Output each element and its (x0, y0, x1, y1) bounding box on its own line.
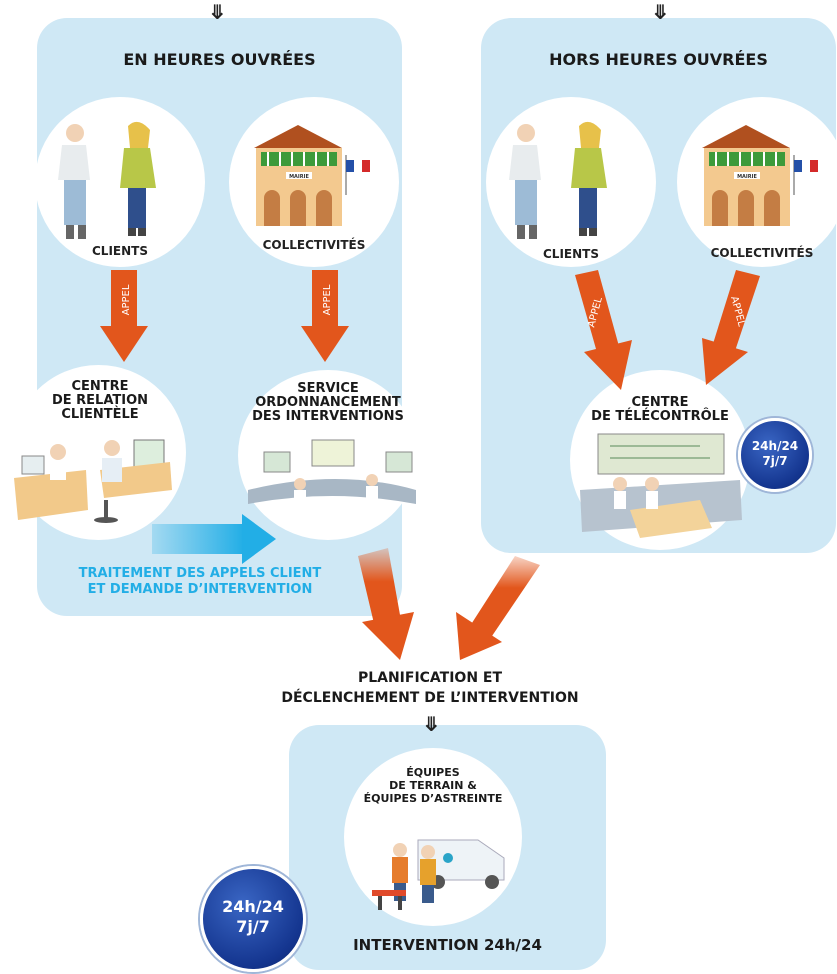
traitement-label: TRAITEMENT DES APPELS CLIENT ET DEMANDE … (78, 566, 322, 597)
business-hours-title: EN HEURES OUVRÉES (123, 50, 316, 69)
planning-label: PLANIFICATION ET DÉCLENCHEMENT DE L’INTE… (281, 670, 579, 706)
crc-label: CENTRE DE RELATION CLIENTÈLE (51, 379, 149, 422)
chevron-down-icon: ⤋ (423, 712, 440, 736)
collectivites-label-after: COLLECTIVITÉS (710, 246, 814, 260)
badge-after-line2: 7j/7 (762, 454, 788, 468)
mairie-illustration-after: MAIRIE (702, 125, 818, 226)
appel-arrow-right-label: APPEL (322, 284, 333, 315)
badge-line2: 7j/7 (236, 917, 270, 936)
intervention-footer: INTERVENTION 24h/24 (353, 936, 542, 954)
planning-arrow-left (358, 548, 414, 660)
chevron-down-icon: ⤋ (209, 0, 226, 24)
clients-label-after: CLIENTS (543, 247, 599, 261)
clock-24-7-badge: 24h/24 7j/7 (200, 866, 306, 972)
service-illustration (248, 439, 416, 506)
after-hours-title: HORS HEURES OUVRÉES (549, 50, 768, 69)
teams-label: ÉQUIPES DE TERRAIN & ÉQUIPES D’ASTREINTE (363, 766, 503, 805)
appel-arrow-left-label: APPEL (121, 284, 132, 315)
planning-arrow-right (456, 556, 540, 660)
clients-label: CLIENTS (92, 244, 148, 258)
chevron-down-icon: ⤋ (652, 0, 669, 24)
teams-illustration (372, 839, 505, 910)
appel-arrow-right-after: APPEL (702, 270, 760, 385)
collectivites-label: COLLECTIVITÉS (262, 238, 366, 252)
clients-circle (35, 97, 205, 267)
clients-illustration (58, 121, 156, 239)
clients-circle-after (486, 97, 656, 267)
mairie-sign-after: MAIRIE (737, 174, 757, 180)
clients-illustration-after (509, 121, 607, 239)
appel-arrow-right: APPEL (301, 270, 349, 362)
telecontrole-illustration (580, 433, 742, 538)
crc-illustration (14, 439, 172, 523)
appel-arrow-left: APPEL (100, 270, 148, 362)
mairie-sign: MAIRIE (289, 174, 309, 180)
traitement-arrow (152, 514, 276, 564)
service-label: SERVICE ORDONNANCEMENT DES INTERVENTIONS (252, 381, 404, 424)
badge-line1: 24h/24 (222, 897, 284, 916)
mairie-illustration: MAIRIE (254, 125, 370, 226)
telecontrole-label: CENTRE DE TÉLÉCONTRÔLE (591, 395, 729, 424)
clock-24-7-badge-after: 24h/24 7j/7 (738, 418, 812, 492)
appel-arrow-left-after: APPEL (575, 270, 632, 390)
badge-after-line1: 24h/24 (751, 439, 799, 453)
